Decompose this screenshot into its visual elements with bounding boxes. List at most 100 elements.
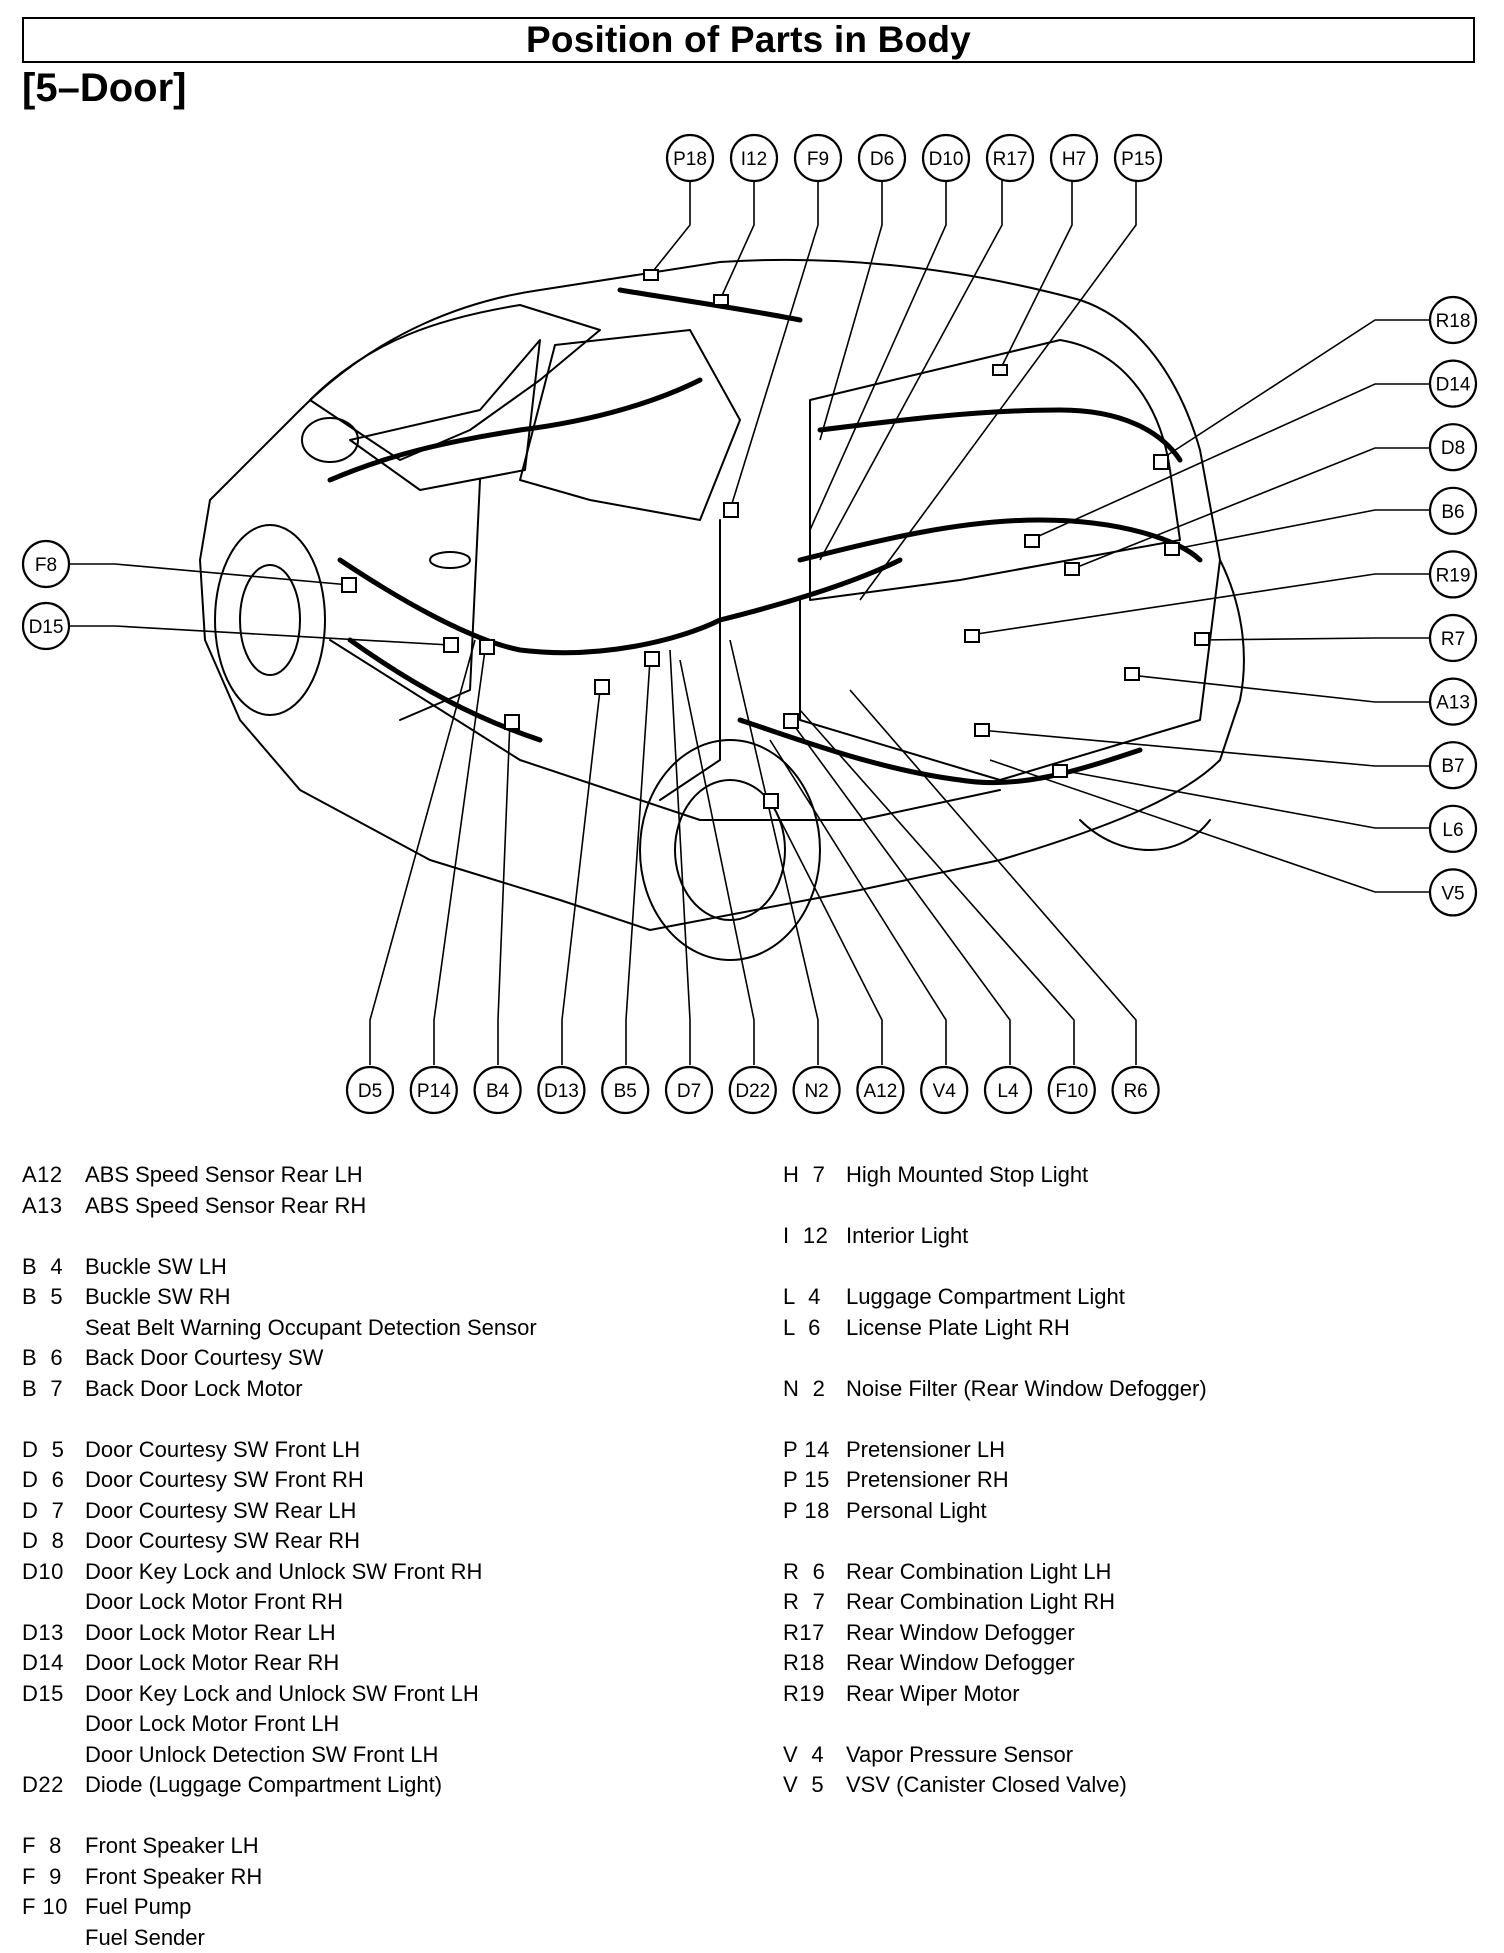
- legend-label: Door Lock Motor Rear LH: [85, 1618, 336, 1649]
- legend-code: R 6: [783, 1557, 846, 1588]
- legend-label: Back Door Courtesy SW: [85, 1343, 323, 1374]
- callout-N2: N2: [794, 1067, 840, 1113]
- callout-R7: R7: [1430, 615, 1476, 661]
- legend-label: Pretensioner LH: [846, 1435, 1005, 1466]
- windshield: [310, 305, 600, 460]
- legend-code: R18: [783, 1648, 846, 1679]
- legend-code: V 5: [783, 1770, 846, 1801]
- callout-label: P14: [417, 1081, 451, 1102]
- legend-code: A13: [22, 1191, 85, 1222]
- tailgate-harness: [820, 410, 1180, 460]
- legend-code: [22, 1313, 85, 1344]
- callout-I12: I12: [731, 135, 777, 181]
- legend-code: R 7: [783, 1587, 846, 1618]
- connector: [342, 578, 356, 592]
- legend-label: Door Key Lock and Unlock SW Front RH: [85, 1557, 482, 1588]
- callout-A13: A13: [1430, 679, 1476, 725]
- connector: [724, 503, 738, 517]
- leader-P18: [650, 180, 690, 275]
- leader-N2: [730, 640, 818, 1065]
- legend-row: Door Unlock Detection SW Front LH: [22, 1740, 742, 1771]
- callout-D14: D14: [1430, 361, 1476, 407]
- leader-F9: [730, 180, 818, 510]
- car-roof-outline: [200, 260, 1244, 930]
- callout-F9: F9: [795, 135, 841, 181]
- connector: [714, 295, 728, 305]
- callout-D15: D15: [23, 603, 69, 649]
- connector: [595, 680, 609, 694]
- legend-code: [22, 1801, 85, 1832]
- callout-P18: P18: [667, 135, 713, 181]
- legend-code: R19: [783, 1679, 846, 1710]
- legend-code: P 14: [783, 1435, 846, 1466]
- legend-label: Diode (Luggage Compartment Light): [85, 1770, 442, 1801]
- legend-code: B 6: [22, 1343, 85, 1374]
- leader-R7: [1200, 638, 1430, 640]
- callout-label: A13: [1436, 693, 1470, 714]
- legend-row: [783, 1191, 1483, 1222]
- leader-R19: [970, 574, 1430, 635]
- callout-label: B7: [1441, 756, 1464, 777]
- callout-P14: P14: [411, 1067, 457, 1113]
- callout-label: F10: [1055, 1081, 1088, 1102]
- callout-D6: D6: [859, 135, 905, 181]
- leader-R17: [820, 180, 1002, 560]
- legend-code: N 2: [783, 1374, 846, 1405]
- leader-B4: [498, 720, 510, 1065]
- callout-label: P15: [1121, 149, 1155, 170]
- legend-label: Fuel Sender: [85, 1923, 205, 1953]
- legend-label: Noise Filter (Rear Window Defogger): [846, 1374, 1207, 1405]
- legend-label: Rear Window Defogger: [846, 1618, 1075, 1649]
- legend-code: L 6: [783, 1313, 846, 1344]
- leader-D10: [810, 180, 946, 530]
- legend-label: Rear Combination Light LH: [846, 1557, 1111, 1588]
- connector: [505, 715, 519, 729]
- leader-P14: [434, 650, 485, 1065]
- sill-line: [330, 640, 1000, 820]
- callout-label: R6: [1123, 1081, 1147, 1102]
- connector: [1154, 455, 1168, 469]
- callout-label: R18: [1436, 311, 1471, 332]
- legend-code: D22: [22, 1770, 85, 1801]
- leader-D7: [670, 650, 690, 1065]
- callout-label: A12: [863, 1081, 897, 1102]
- connector: [444, 638, 458, 652]
- legend-code: [783, 1404, 846, 1435]
- legend-label: Pretensioner RH: [846, 1465, 1009, 1496]
- legend-label: Rear Window Defogger: [846, 1648, 1075, 1679]
- legend-label: Door Courtesy SW Front LH: [85, 1435, 360, 1466]
- callout-label: D6: [870, 149, 894, 170]
- legend-label: Front Speaker LH: [85, 1831, 259, 1862]
- leader-D6: [820, 180, 882, 440]
- legend-row: [22, 1801, 742, 1832]
- legend-code: A12: [22, 1160, 85, 1191]
- legend-code: [783, 1343, 846, 1374]
- front-wheel: [215, 525, 325, 715]
- legend-code: D 8: [22, 1526, 85, 1557]
- connector: [965, 630, 979, 642]
- legend-code: F 10: [22, 1892, 85, 1923]
- leader-A12: [770, 800, 882, 1065]
- callout-D7: D7: [666, 1067, 712, 1113]
- leader-D8: [1070, 448, 1430, 570]
- legend-label: Luggage Compartment Light: [846, 1282, 1125, 1313]
- callout-label: V5: [1441, 883, 1464, 904]
- callout-label: B5: [614, 1081, 637, 1102]
- callout-B6: B6: [1430, 488, 1476, 534]
- legend-code: I 12: [783, 1221, 846, 1252]
- legend-label: Fuel Pump: [85, 1892, 191, 1923]
- callout-F8: F8: [23, 541, 69, 587]
- connector: [644, 270, 658, 280]
